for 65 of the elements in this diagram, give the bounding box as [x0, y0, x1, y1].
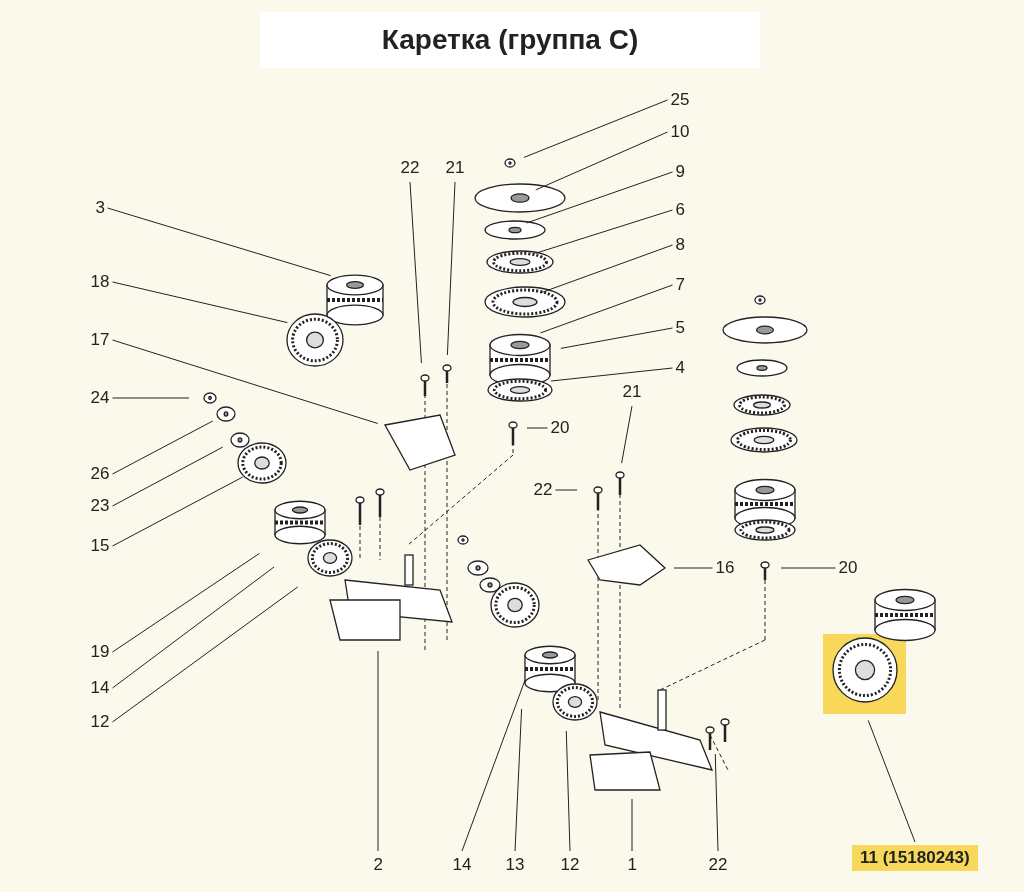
- callout-number: 19: [90, 641, 110, 663]
- leader-line: [539, 284, 673, 334]
- callout-number: 14: [452, 854, 472, 876]
- callout-number: 14: [90, 677, 110, 699]
- leader-line: [107, 207, 332, 277]
- leader-line: [112, 586, 299, 723]
- leader-line: [621, 405, 633, 464]
- leader-line: [526, 427, 548, 429]
- callout-number: 22: [533, 479, 553, 501]
- callout-number: 21: [445, 157, 465, 179]
- leader-line: [514, 708, 523, 852]
- callout-number: 20: [838, 557, 858, 579]
- leader-line: [535, 209, 673, 254]
- callout-number: 13: [505, 854, 525, 876]
- leader-line: [555, 489, 578, 491]
- leader-line: [461, 679, 526, 852]
- leader-line: [112, 339, 379, 424]
- leader-line: [560, 327, 673, 349]
- callout-number: 15: [90, 535, 110, 557]
- callout-number: 16: [715, 557, 735, 579]
- leader-line: [112, 476, 244, 547]
- leader-line: [112, 552, 261, 653]
- leader-line: [112, 397, 190, 399]
- callout-number: 10: [670, 121, 690, 143]
- callout-number: 5: [675, 317, 685, 339]
- callout-number: 12: [560, 854, 580, 876]
- leader-line: [526, 171, 673, 224]
- leader-line: [565, 730, 571, 852]
- leader-line: [409, 181, 422, 364]
- leader-line: [112, 420, 214, 475]
- callout-number: 17: [90, 329, 110, 351]
- leader-line: [112, 446, 224, 507]
- leader-line: [673, 567, 713, 569]
- callout-number: 18: [90, 271, 110, 293]
- callout-number: 22: [708, 854, 728, 876]
- leader-line: [112, 281, 288, 324]
- callout-number: 20: [550, 417, 570, 439]
- callout-number: 8: [675, 234, 685, 256]
- callout-number: 6: [675, 199, 685, 221]
- leader-line: [714, 753, 719, 852]
- leader-line: [377, 650, 379, 852]
- callout-number: 9: [675, 161, 685, 183]
- leader-line: [112, 566, 275, 689]
- leader-line: [780, 567, 836, 569]
- leader-line: [523, 99, 668, 158]
- callout-number: 21: [622, 381, 642, 403]
- callout-number: 4: [675, 357, 685, 379]
- callout-number: 26: [90, 463, 110, 485]
- callout-number: 24: [90, 387, 110, 409]
- callout-number: 25: [670, 89, 690, 111]
- callout-number: 12: [90, 711, 110, 733]
- callout-number: 2: [373, 854, 383, 876]
- diagram-title: Каретка (группа С): [260, 12, 760, 68]
- callout-number: 1: [627, 854, 637, 876]
- leader-line: [539, 244, 673, 294]
- leader-line: [550, 367, 673, 382]
- callout-number: 7: [675, 274, 685, 296]
- leader-line: [535, 131, 668, 191]
- callout-number: 11 (15180243): [852, 845, 978, 871]
- callout-number: 23: [90, 495, 110, 517]
- callout-number: 3: [95, 197, 105, 219]
- leader-line: [867, 719, 916, 843]
- leader-line: [446, 181, 456, 356]
- leader-line: [631, 798, 633, 852]
- callout-number: 22: [400, 157, 420, 179]
